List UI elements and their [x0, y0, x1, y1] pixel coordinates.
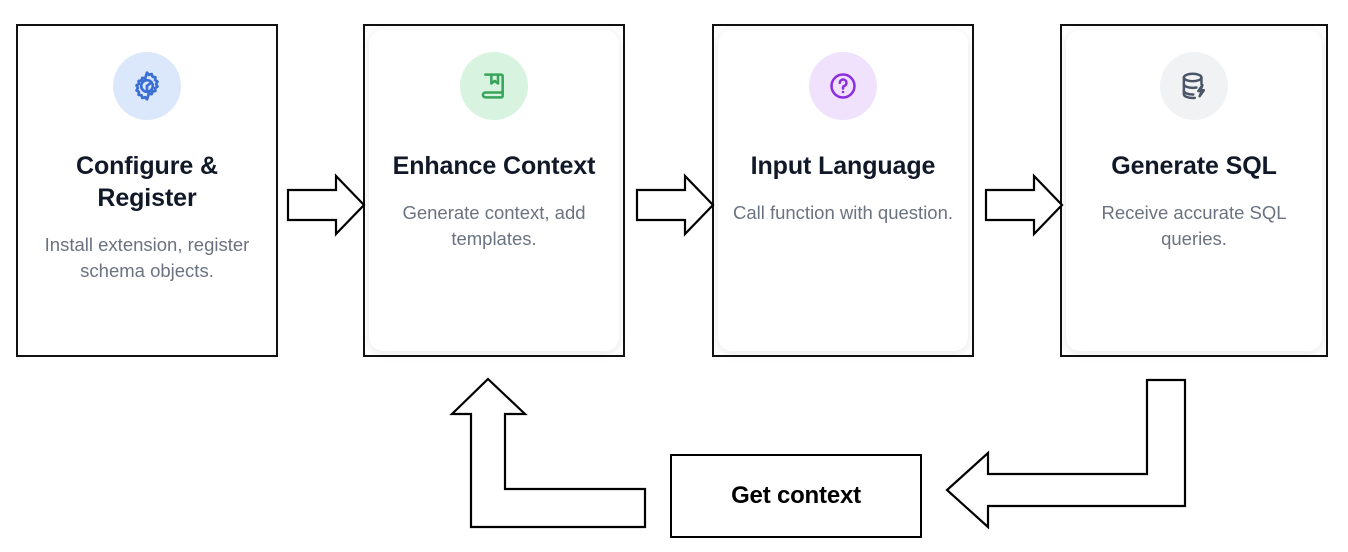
- arrow-step3-to-step4: [984, 173, 1064, 237]
- step-card-title: Enhance Context: [392, 152, 596, 180]
- step-card-input-language[interactable]: Input Language Call function with questi…: [712, 24, 974, 357]
- step-card-enhance-context[interactable]: Enhance Context Generate context, add te…: [363, 24, 625, 357]
- step-card-body: Generate SQL Receive accurate SQL querie…: [1066, 30, 1322, 351]
- gear-settings-icon: [113, 52, 181, 120]
- step-card-description: Generate context, add templates.: [402, 202, 586, 250]
- step-card-body: Enhance Context Generate context, add te…: [369, 30, 619, 351]
- arrow-step2-to-step3: [635, 173, 715, 237]
- step-card-description: Receive accurate SQL queries.: [1101, 202, 1287, 250]
- arrow-step4-to-get-context: [945, 378, 1187, 530]
- step-card-description: Install extension, register schema objec…: [44, 234, 250, 282]
- get-context-box[interactable]: Get context: [670, 454, 922, 538]
- arrow-get-context-to-step2: [449, 377, 647, 529]
- question-circle-icon: [809, 52, 877, 120]
- database-bolt-icon: [1160, 52, 1228, 120]
- step-card-configure-register[interactable]: Configure & Register Install extension, …: [16, 24, 278, 357]
- arrow-step1-to-step2: [286, 173, 366, 237]
- step-card-body: Configure & Register Install extension, …: [22, 30, 272, 351]
- get-context-label: Get context: [731, 482, 861, 509]
- step-card-title: Configure & Register: [76, 152, 218, 212]
- step-card-generate-sql[interactable]: Generate SQL Receive accurate SQL querie…: [1060, 24, 1328, 357]
- step-card-body: Input Language Call function with questi…: [718, 30, 968, 351]
- step-card-description: Call function with question.: [732, 202, 954, 223]
- step-card-title: Generate SQL: [1111, 152, 1277, 180]
- step-card-title: Input Language: [750, 152, 936, 180]
- book-bookmark-icon: [460, 52, 528, 120]
